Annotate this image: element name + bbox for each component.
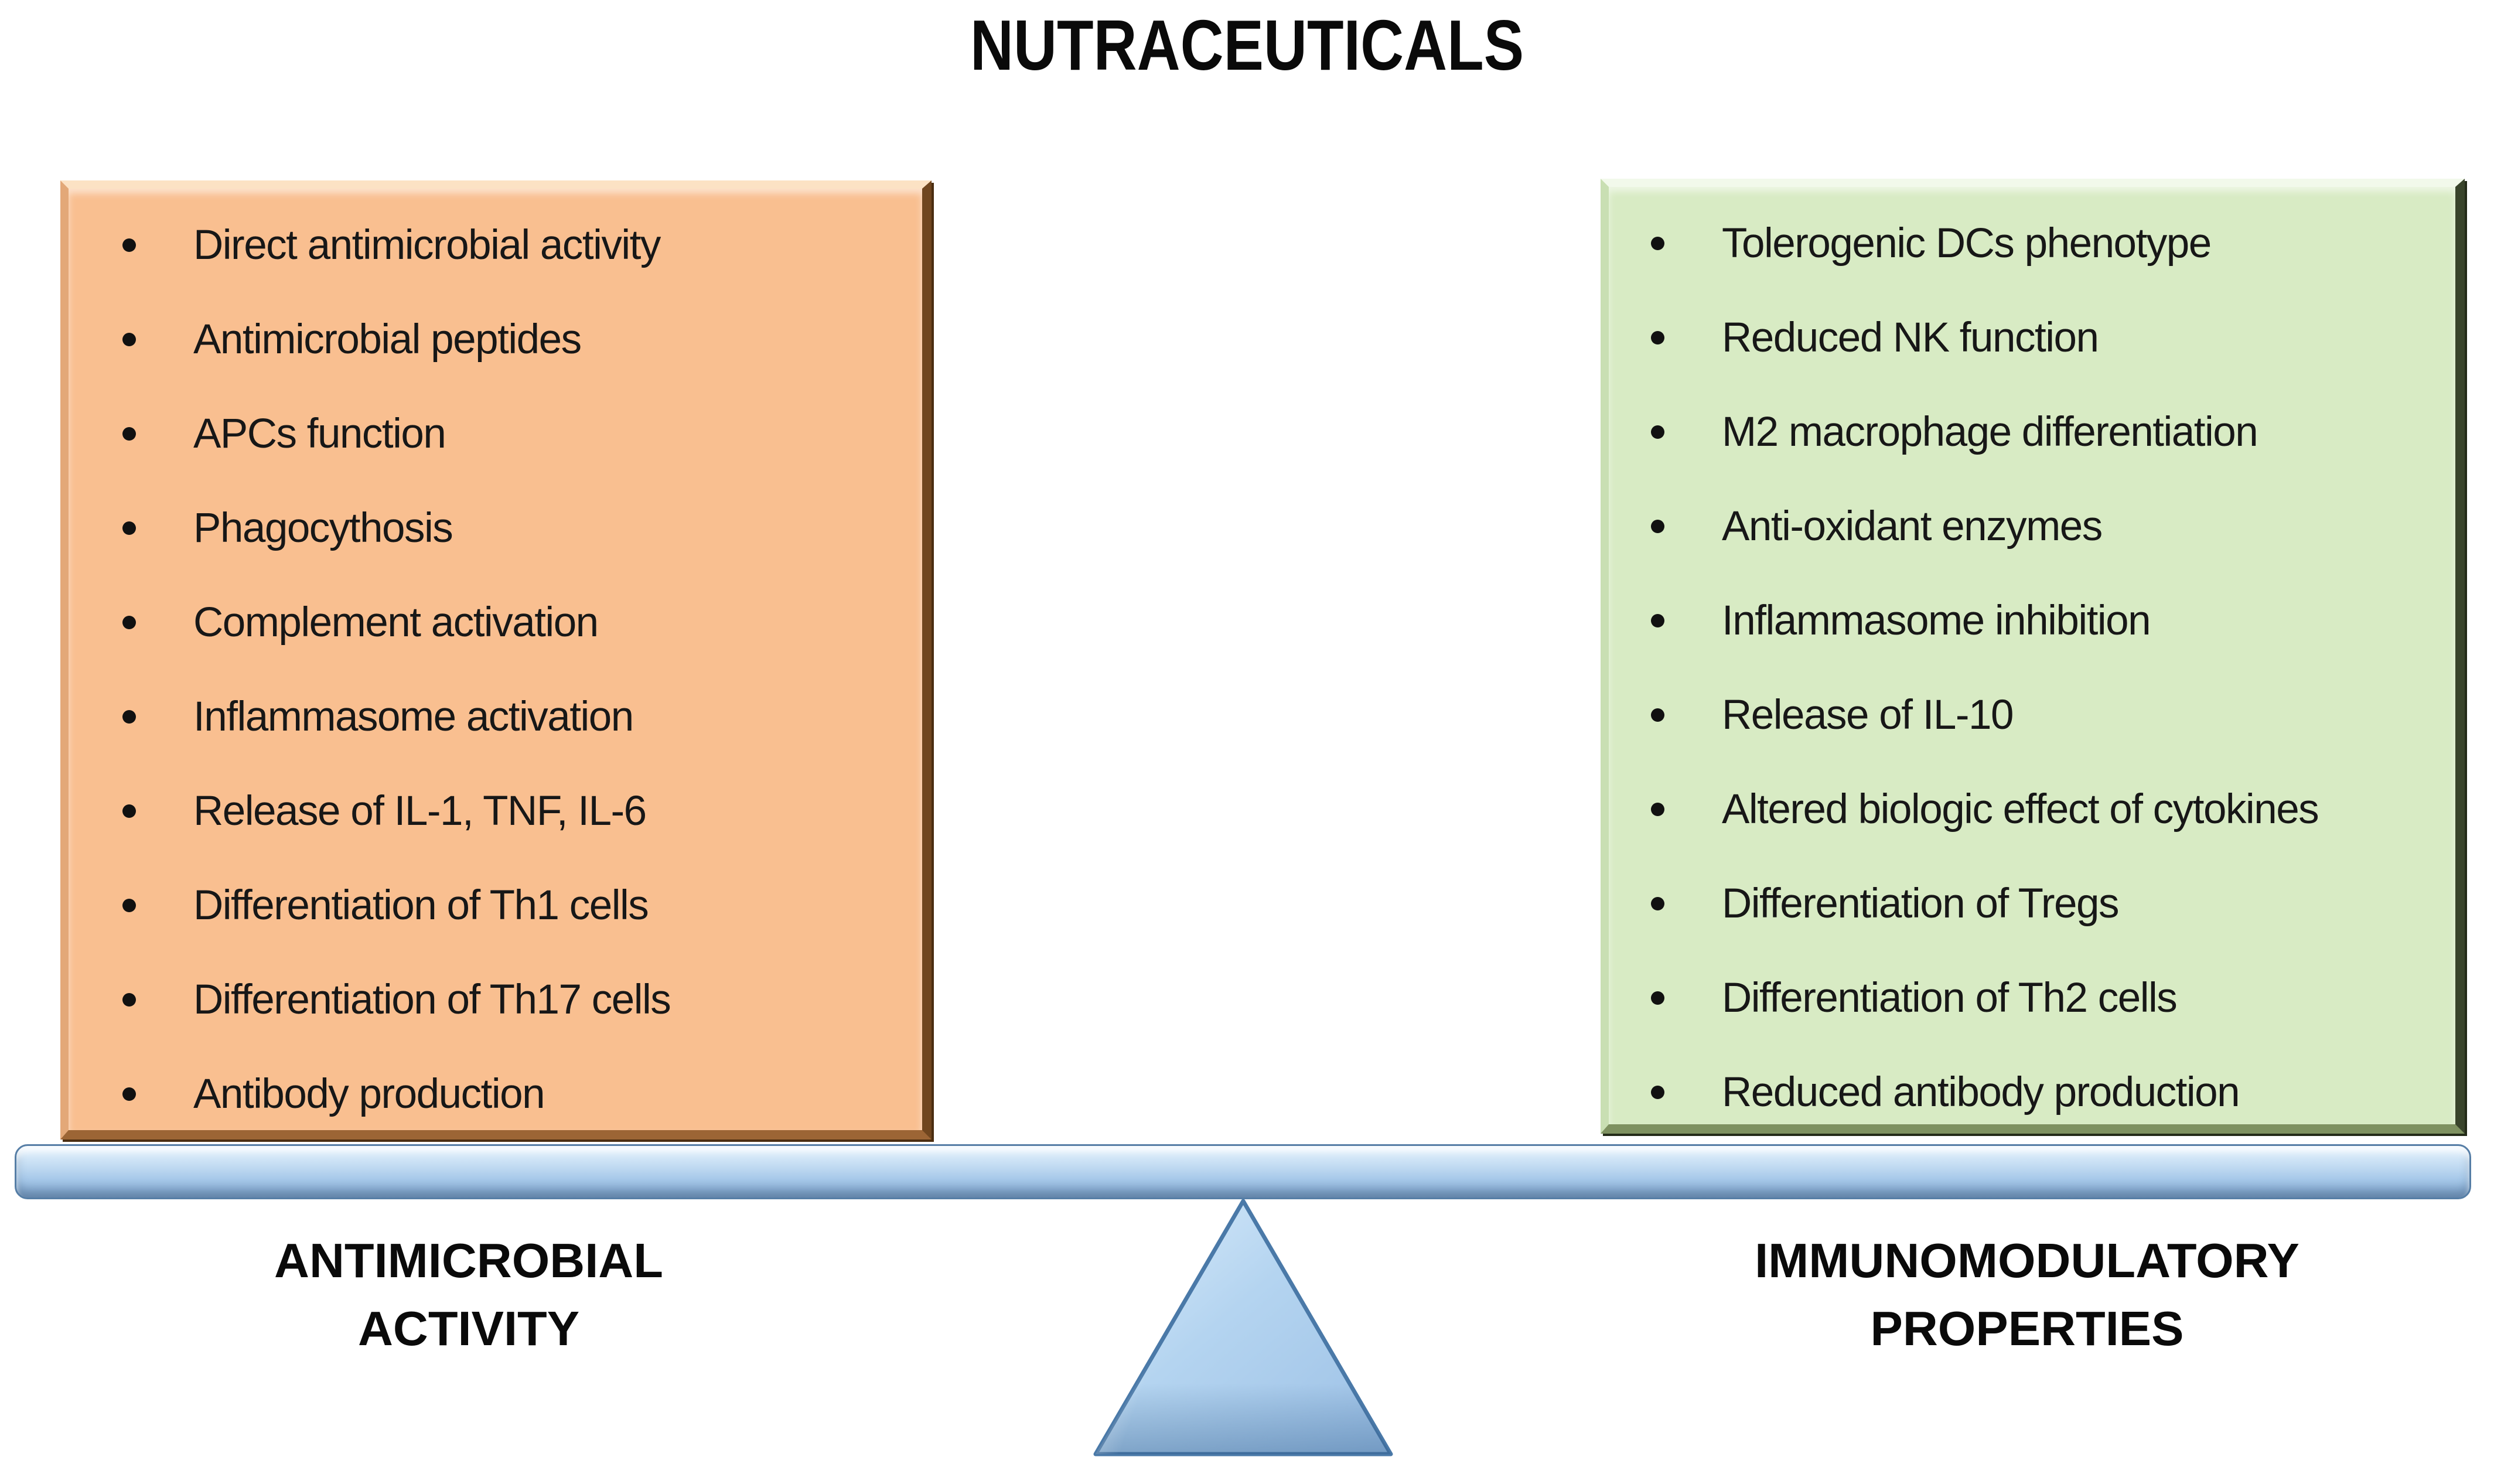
list-item: Inflammasome inhibition — [1635, 574, 2455, 668]
list-item: Altered biologic effect of cytokines — [1635, 762, 2455, 857]
list-item-label: Inflammasome activation — [193, 694, 634, 740]
list-item-label: Phagocythosis — [193, 505, 453, 551]
antimicrobial-label: ANTIMICROBIAL ACTIVITY — [117, 1227, 820, 1363]
list-item: Differentiation of Th2 cells — [1635, 951, 2455, 1045]
bullet-icon — [122, 238, 136, 252]
list-item: Reduced NK function — [1635, 291, 2455, 385]
list-item-label: Differentiation of Th1 cells — [193, 882, 649, 929]
list-item-label: Release of IL-10 — [1722, 692, 2014, 738]
bullet-icon — [1651, 331, 1664, 344]
list-item-label: Reduced NK function — [1722, 315, 2099, 361]
list-item: Differentiation of Th1 cells — [94, 858, 922, 953]
bullet-icon — [1651, 520, 1664, 533]
list-item: Tolerogenic DCs phenotype — [1635, 196, 2455, 291]
immunomodulatory-label-line1: IMMUNOMODULATORY — [1755, 1233, 2299, 1288]
bullet-icon — [122, 616, 136, 629]
list-item-label: Direct antimicrobial activity — [193, 222, 661, 268]
list-item-label: M2 macrophage differentiation — [1722, 409, 2258, 455]
bullet-icon — [1651, 803, 1664, 816]
bullet-icon — [122, 521, 136, 535]
list-item-label: Antibody production — [193, 1071, 545, 1117]
bullet-icon — [122, 710, 136, 724]
bullet-icon — [1651, 1086, 1664, 1099]
bullet-icon — [122, 993, 136, 1007]
list-item: Differentiation of Tregs — [1635, 857, 2455, 951]
list-item-label: Differentiation of Th2 cells — [1722, 975, 2178, 1021]
bullet-icon — [1651, 708, 1664, 722]
immunomodulatory-label-line2: PROPERTIES — [1870, 1301, 2184, 1356]
list-item: Phagocythosis — [94, 481, 922, 575]
bullet-icon — [1651, 614, 1664, 627]
list-item-label: Complement activation — [193, 599, 599, 646]
immunomodulatory-list: Tolerogenic DCs phenotype Reduced NK fun… — [1609, 187, 2455, 1140]
bullet-icon — [122, 804, 136, 818]
antimicrobial-label-line1: ANTIMICROBIAL — [274, 1233, 663, 1288]
list-item: Release of IL-1, TNF, IL-6 — [94, 764, 922, 858]
list-item-label: Release of IL-1, TNF, IL-6 — [193, 788, 647, 834]
list-item-label: Anti-oxidant enzymes — [1722, 503, 2103, 550]
antimicrobial-list: Direct antimicrobial activity Antimicrob… — [69, 189, 922, 1141]
title-text: NUTRACEUTICALS — [970, 5, 1524, 85]
bullet-icon — [1651, 425, 1664, 439]
list-item-label: Altered biologic effect of cytokines — [1722, 786, 2319, 833]
bullet-icon — [122, 333, 136, 346]
bullet-icon — [122, 1087, 136, 1101]
bullet-icon — [122, 899, 136, 912]
antimicrobial-panel: Direct antimicrobial activity Antimicrob… — [60, 180, 932, 1140]
antimicrobial-label-line2: ACTIVITY — [357, 1301, 580, 1356]
list-item: Antimicrobial peptides — [94, 292, 922, 387]
list-item-label: Reduced antibody production — [1722, 1069, 2240, 1115]
list-item-label: Inflammasome inhibition — [1722, 598, 2151, 644]
list-item-label: Differentiation of Th17 cells — [193, 977, 671, 1023]
page-title: NUTRACEUTICALS — [0, 9, 2494, 81]
list-item: Anti-oxidant enzymes — [1635, 479, 2455, 574]
list-item: APCs function — [94, 387, 922, 481]
immunomodulatory-panel: Tolerogenic DCs phenotype Reduced NK fun… — [1601, 179, 2465, 1134]
bullet-icon — [1651, 237, 1664, 250]
list-item: Antibody production — [94, 1047, 922, 1141]
immunomodulatory-label: IMMUNOMODULATORY PROPERTIES — [1676, 1227, 2379, 1363]
list-item: Inflammasome activation — [94, 670, 922, 764]
bullet-icon — [122, 427, 136, 441]
list-item: Release of IL-10 — [1635, 668, 2455, 762]
bullet-icon — [1651, 897, 1664, 910]
list-item-label: Antimicrobial peptides — [193, 316, 582, 363]
balance-fulcrum-triangle — [1093, 1199, 1393, 1456]
list-item: Differentiation of Th17 cells — [94, 953, 922, 1047]
list-item-label: Tolerogenic DCs phenotype — [1722, 220, 2212, 267]
list-item: Reduced antibody production — [1635, 1045, 2455, 1140]
list-item: Direct antimicrobial activity — [94, 198, 922, 292]
list-item: M2 macrophage differentiation — [1635, 385, 2455, 479]
list-item: Complement activation — [94, 575, 922, 670]
list-item-label: Differentiation of Tregs — [1722, 881, 2120, 927]
list-item-label: APCs function — [193, 411, 446, 457]
bullet-icon — [1651, 991, 1664, 1005]
balance-beam — [15, 1144, 2471, 1199]
